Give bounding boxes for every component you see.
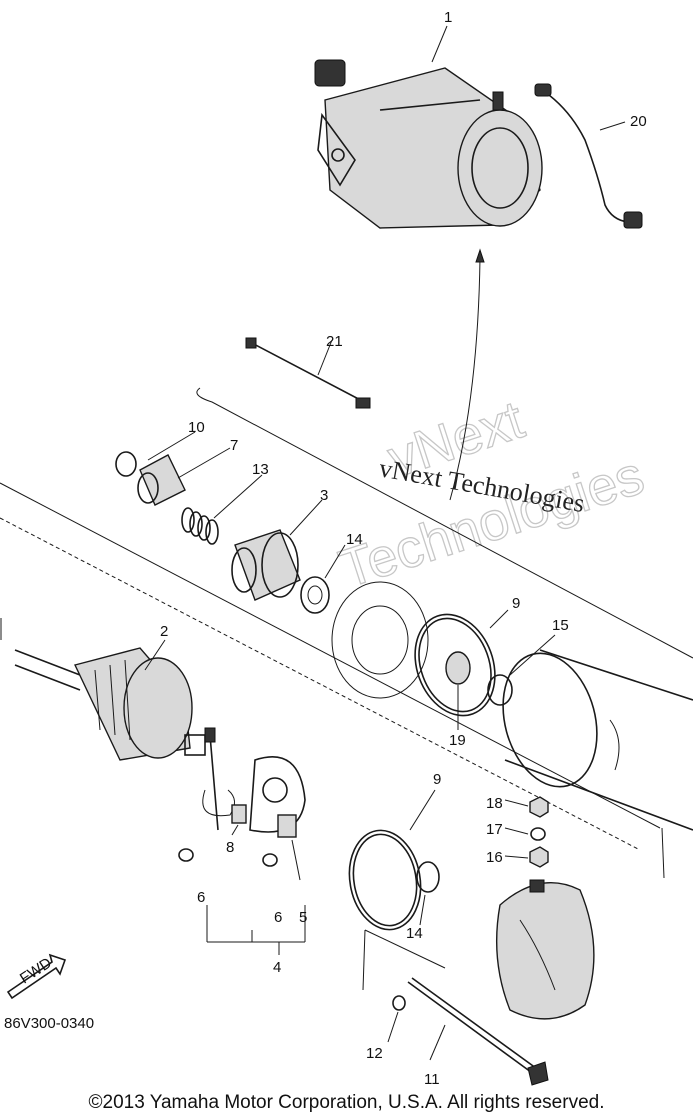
part-label: 20 bbox=[630, 113, 647, 130]
rear-cover bbox=[495, 796, 595, 1020]
part-label: 4 bbox=[273, 959, 281, 976]
part-label: 9 bbox=[433, 771, 441, 788]
rod bbox=[245, 337, 371, 409]
part-label: 11 bbox=[424, 1071, 440, 1088]
lower-oring bbox=[348, 789, 440, 931]
group-bracket-lines bbox=[0, 387, 693, 991]
part-label: 9 bbox=[512, 595, 520, 612]
starter-motor-assembly bbox=[314, 59, 543, 229]
part-label: 5 bbox=[299, 909, 307, 926]
part-label: 14 bbox=[346, 531, 363, 548]
part-label: 3 bbox=[320, 487, 328, 504]
assembly-arrow bbox=[449, 248, 485, 501]
part-label: 13 bbox=[252, 461, 269, 478]
front-cover-ghost bbox=[300, 544, 429, 699]
through-bolt bbox=[387, 977, 549, 1086]
part-label: 17 bbox=[486, 821, 503, 838]
part-label: 6 bbox=[274, 909, 282, 926]
copyright-notice: ©2013 Yamaha Motor Corporation, U.S.A. A… bbox=[88, 1092, 605, 1113]
part-label: 14 bbox=[406, 925, 423, 942]
part-label: 12 bbox=[366, 1045, 383, 1062]
part-label: 15 bbox=[552, 617, 569, 634]
yoke bbox=[502, 649, 693, 831]
part-label: 2 bbox=[160, 623, 168, 640]
part-label: 19 bbox=[449, 732, 466, 749]
part-label: 10 bbox=[188, 419, 205, 436]
armature bbox=[14, 639, 206, 761]
part-label: 6 bbox=[197, 889, 205, 906]
part-label: 8 bbox=[226, 839, 234, 856]
oring-and-washers bbox=[414, 609, 556, 730]
clutch-parts bbox=[115, 431, 323, 601]
lead-wire bbox=[534, 83, 643, 229]
part-label: 21 bbox=[326, 333, 343, 350]
spring bbox=[181, 507, 219, 545]
part-label: 1 bbox=[444, 9, 452, 26]
part-labels: 1 20 21 10 7 13 3 14 9 15 2 19 9 18 17 1… bbox=[160, 9, 647, 1088]
part-label: 18 bbox=[486, 795, 503, 812]
part-label: 16 bbox=[486, 849, 503, 866]
part-label: 7 bbox=[230, 437, 238, 454]
brush-holder bbox=[178, 727, 306, 881]
fwd-arrow: FWD bbox=[6, 953, 67, 1000]
drawing-code: 86V300-0340 bbox=[4, 1015, 94, 1032]
